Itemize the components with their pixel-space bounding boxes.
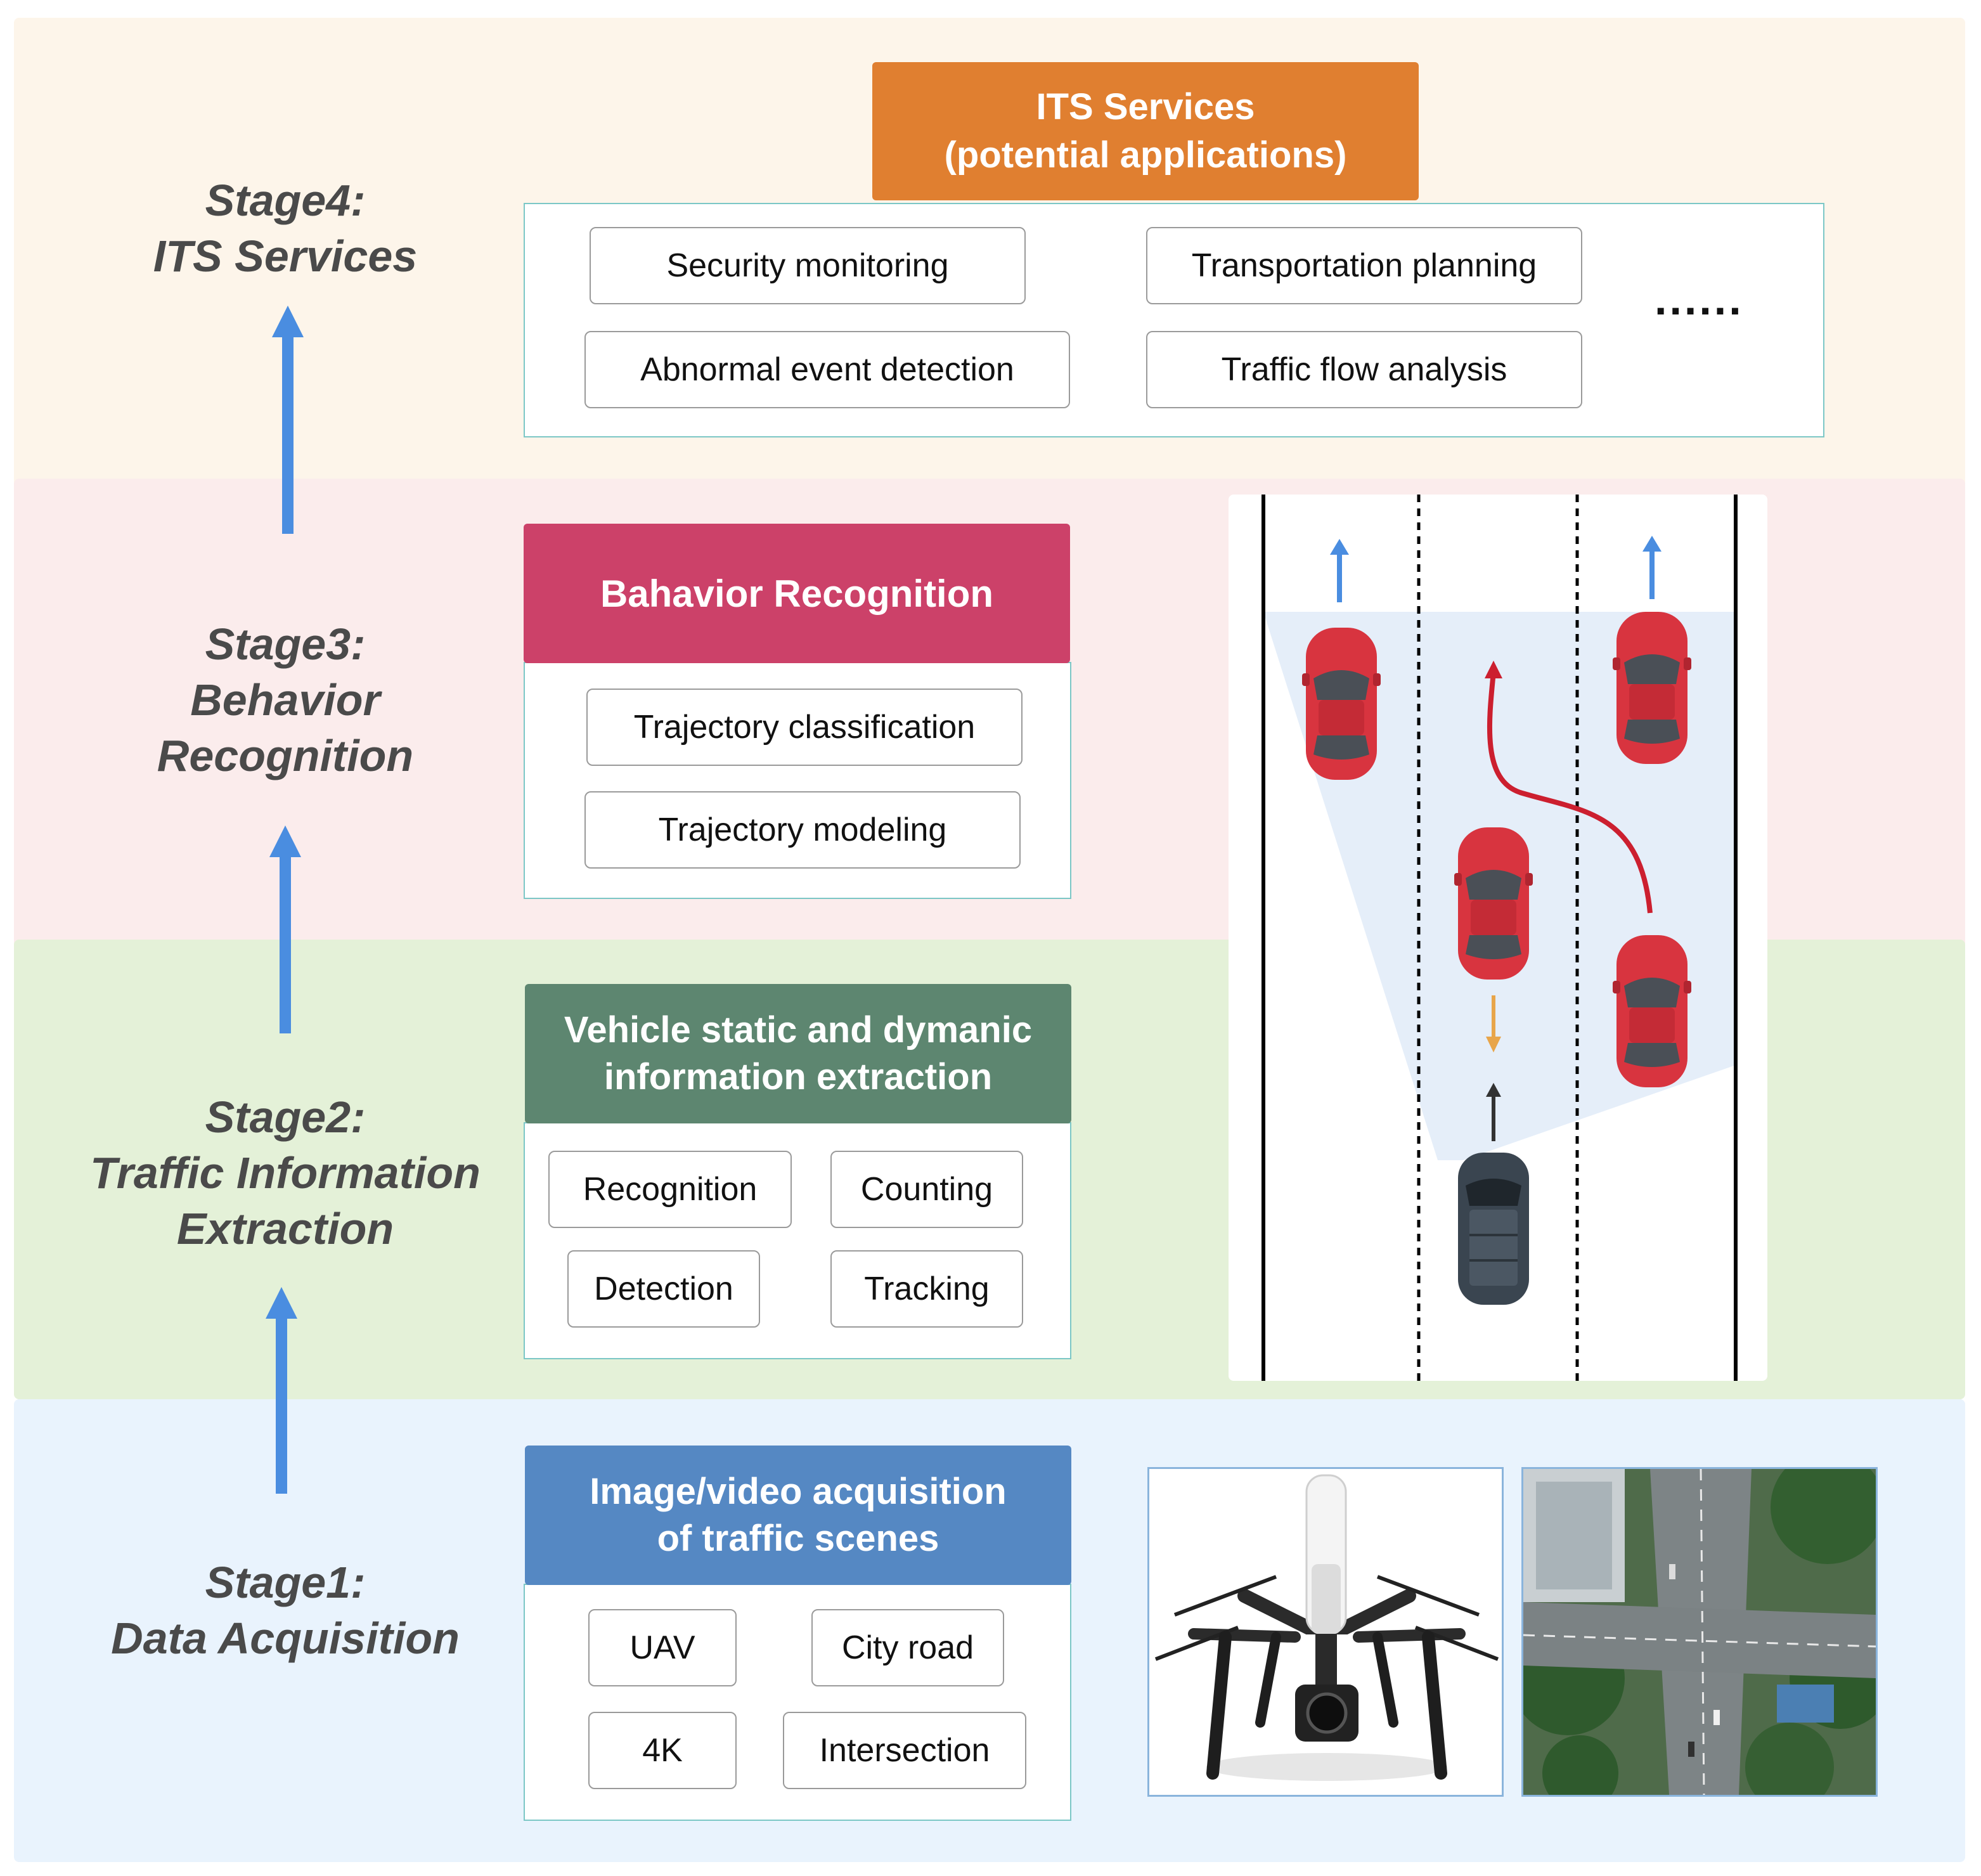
arrow-stage3-to-4 [272, 306, 304, 534]
tracking-chip: Tracking [830, 1250, 1023, 1328]
car-lane3-front [1613, 612, 1691, 764]
security-monitoring-chip: Security monitoring [590, 227, 1026, 304]
4k-chip: 4K [588, 1712, 737, 1789]
extraction-header: Vehicle static and dymanic information e… [525, 984, 1071, 1123]
following-distance-arrow [1486, 995, 1501, 1052]
recognition-chip: Recognition [548, 1151, 792, 1228]
counting-chip: Counting [830, 1151, 1023, 1228]
behavior-header: Bahavior Recognition [524, 524, 1070, 663]
road-scene-illustration [1229, 495, 1767, 1381]
stage1-label: Stage1: Data Acquisition [111, 1558, 460, 1663]
intersection-chip: Intersection [783, 1712, 1026, 1789]
city-road-chip: City road [811, 1609, 1004, 1686]
road-scene-svg [1262, 495, 1738, 1381]
abnormal-event-detection-chip: Abnormal event detection [584, 331, 1070, 408]
uav-chip: UAV [588, 1609, 737, 1686]
aerial-map-icon [1523, 1469, 1876, 1795]
its-services-header: ITS Services (potential applications) [872, 62, 1419, 200]
detection-chip: Detection [567, 1250, 760, 1328]
trajectory-modeling-chip: Trajectory modeling [584, 791, 1021, 869]
arrow-stage1-to-2 [266, 1287, 297, 1494]
lane3-direction-arrow [1642, 536, 1662, 599]
arrow-stage2-to-3 [269, 825, 301, 1033]
drone-photo [1147, 1467, 1504, 1797]
car-lane2 [1454, 827, 1533, 980]
stage3-label: Stage3: Behavior Recognition [157, 619, 414, 780]
traffic-flow-analysis-chip: Traffic flow analysis [1146, 331, 1582, 408]
observer-car [1458, 1153, 1529, 1305]
drone-icon [1154, 1474, 1499, 1781]
aerial-intersection-photo [1521, 1467, 1878, 1797]
lane-change-trajectory [1487, 671, 1653, 914]
transportation-planning-chip: Transportation planning [1146, 227, 1582, 304]
car-lane1 [1302, 628, 1381, 780]
acquisition-header: Image/video acquisition of traffic scene… [525, 1446, 1071, 1585]
stage4-label: Stage4: ITS Services [153, 176, 418, 281]
more-services-ellipsis: ...... [1655, 275, 1744, 324]
car-lane3-changing [1613, 935, 1691, 1087]
stage2-label: Stage2: Traffic Information Extraction [90, 1092, 481, 1253]
trajectory-classification-chip: Trajectory classification [586, 689, 1023, 766]
lane1-direction-arrow [1330, 539, 1349, 602]
